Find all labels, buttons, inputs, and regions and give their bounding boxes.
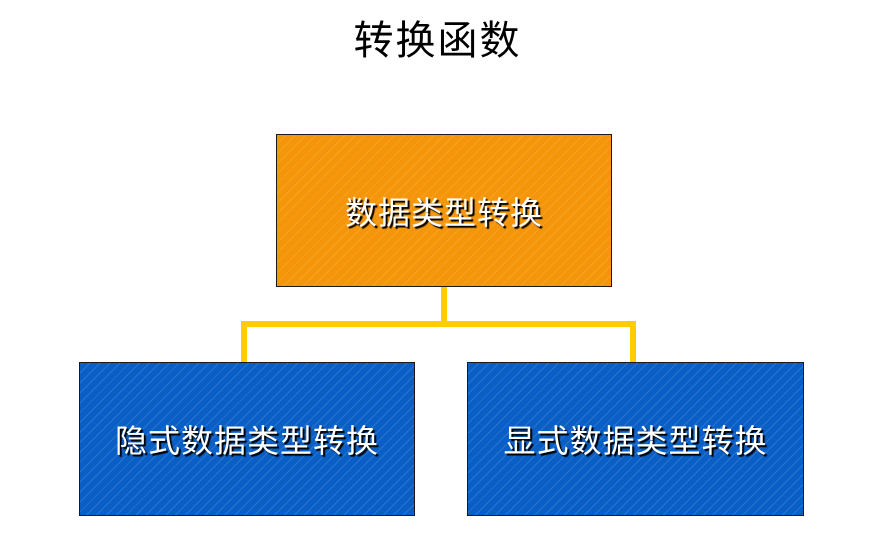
diagram-title: 转换函数 bbox=[353, 18, 522, 64]
root-node: 数据类型转换 bbox=[276, 134, 612, 287]
child-node-implicit: 隐式数据类型转换 bbox=[79, 362, 415, 516]
child-node-explicit-label: 显式数据类型转换 bbox=[503, 422, 768, 460]
child-node-explicit: 显式数据类型转换 bbox=[467, 362, 804, 516]
child-node-implicit-label: 隐式数据类型转换 bbox=[114, 422, 379, 460]
root-node-label: 数据类型转换 bbox=[344, 193, 543, 232]
